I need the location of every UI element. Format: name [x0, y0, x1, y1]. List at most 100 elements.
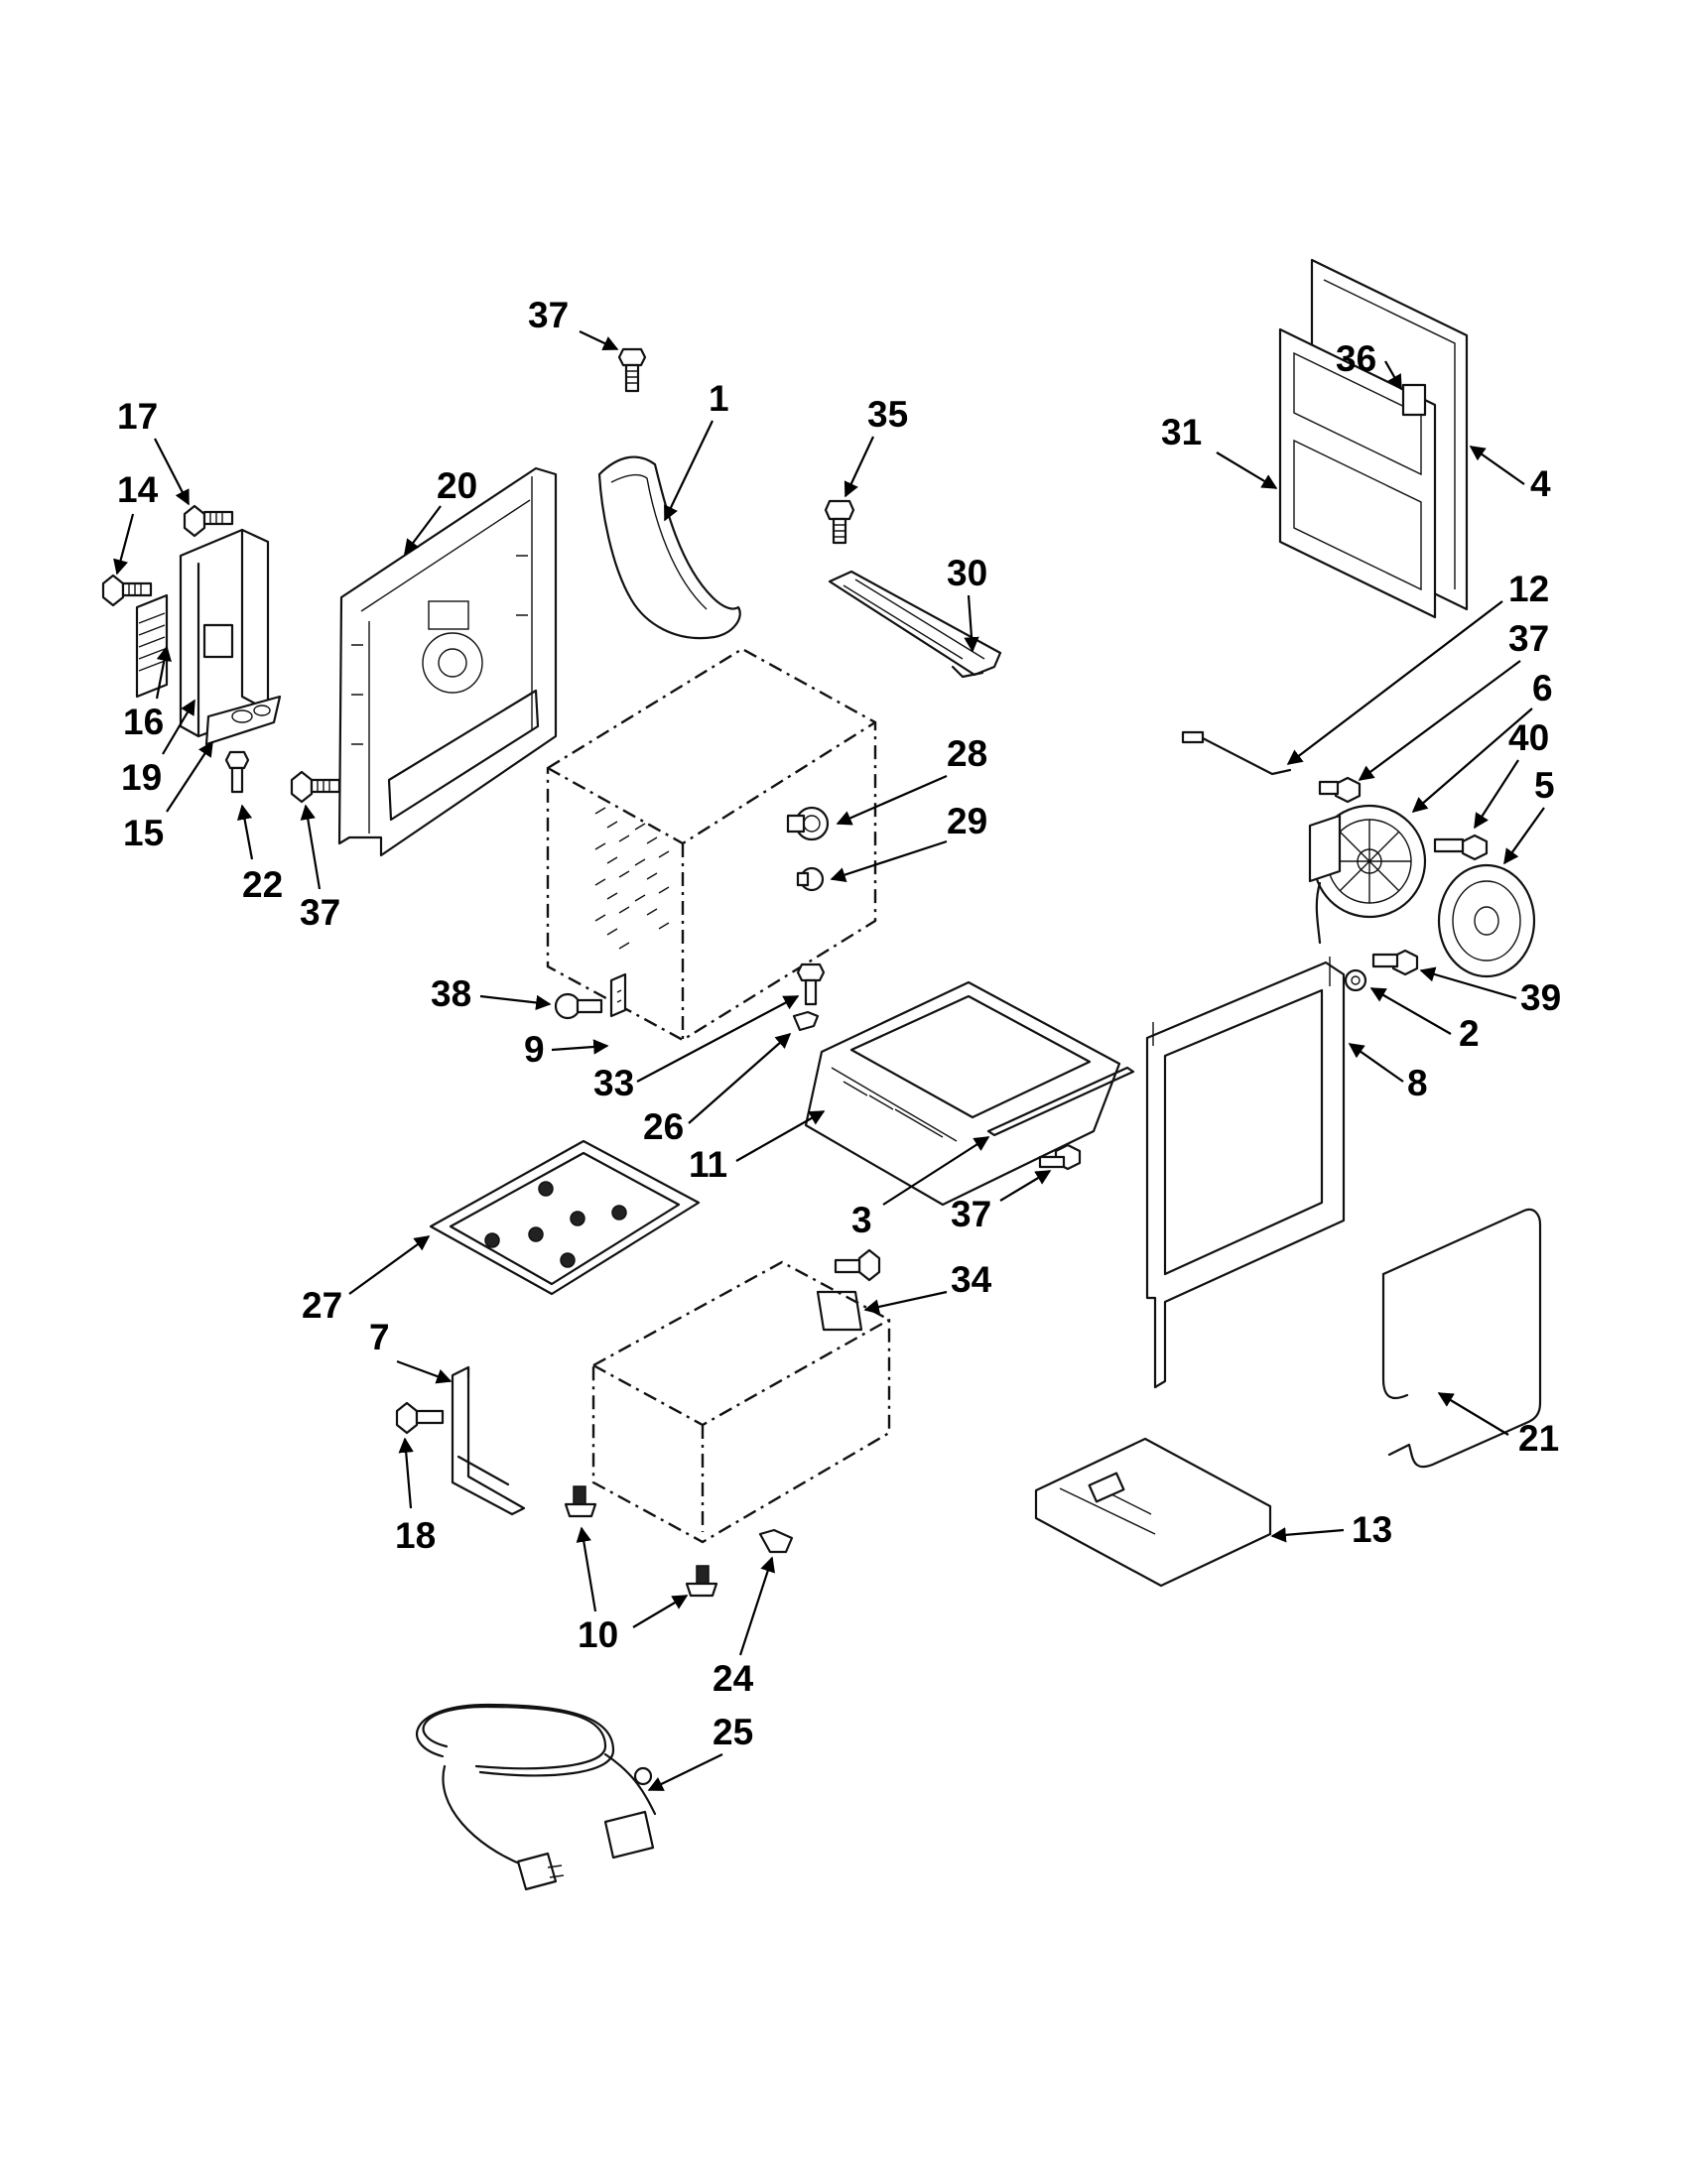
callout-38: 38	[431, 973, 552, 1014]
mounting-plate	[204, 695, 282, 746]
screw-icon	[796, 963, 826, 1006]
screw-icon	[1318, 776, 1362, 804]
label-plate	[1401, 383, 1427, 417]
screw-icon	[101, 574, 153, 607]
trim-strip	[986, 1066, 1135, 1137]
callout-label: 29	[947, 801, 987, 841]
callout-label: 35	[867, 394, 908, 435]
callout-11: 11	[689, 1110, 826, 1185]
callout-label: 25	[713, 1712, 753, 1752]
callout-13: 13	[1270, 1509, 1392, 1550]
callout-label: 20	[437, 465, 477, 506]
callout-12: 12	[1286, 569, 1549, 765]
callout-19: 19	[121, 699, 195, 798]
front-frame	[1145, 957, 1346, 1389]
callout-label: 6	[1532, 668, 1553, 708]
callout-35: 35	[844, 394, 908, 498]
callout-label: 8	[1407, 1063, 1428, 1103]
leveling-leg	[564, 1485, 597, 1518]
callout-15: 15	[123, 740, 213, 853]
callout-label: 34	[951, 1259, 992, 1300]
callout-label: 7	[369, 1317, 390, 1357]
callout-16: 16	[123, 645, 172, 742]
callout-label: 38	[431, 973, 471, 1014]
callout-label: 18	[395, 1515, 436, 1556]
callout-37-d: 37	[951, 1170, 1052, 1234]
callout-2: 2	[1369, 987, 1480, 1054]
callout-label: 30	[947, 553, 987, 593]
callout-36: 36	[1336, 338, 1402, 391]
callout-18: 18	[395, 1437, 436, 1556]
door-gasket	[1381, 1208, 1542, 1469]
callout-39: 39	[1419, 966, 1561, 1018]
callout-label: 37	[528, 295, 569, 335]
screw-icon	[224, 750, 250, 794]
callout-label: 31	[1161, 412, 1202, 452]
callout-6: 6	[1411, 668, 1553, 814]
callout-3: 3	[851, 1136, 990, 1240]
callout-label: 37	[1508, 618, 1549, 659]
callout-29: 29	[830, 801, 987, 883]
callout-label: 22	[242, 864, 283, 905]
callout-7: 7	[369, 1317, 453, 1384]
clip-part	[758, 1528, 794, 1554]
convection-fan-motor	[1308, 804, 1427, 945]
callout-25: 25	[647, 1712, 753, 1791]
sensor-wire	[1181, 730, 1292, 776]
callout-33: 33	[593, 995, 800, 1103]
fan-cover	[1437, 863, 1536, 978]
callout-label: 33	[593, 1063, 634, 1103]
callout-27: 27	[302, 1235, 431, 1326]
drip-pan	[429, 1139, 701, 1296]
callout-37: 37	[528, 295, 619, 351]
callout-label: 19	[121, 757, 162, 798]
callout-17: 17	[117, 396, 190, 506]
screw-icon	[617, 347, 647, 393]
screw-icon	[1038, 1143, 1082, 1171]
callout-label: 13	[1352, 1509, 1392, 1550]
door-inner-panel	[1278, 327, 1437, 619]
screw-icon	[1433, 834, 1489, 861]
callout-34: 34	[863, 1259, 992, 1315]
callout-4: 4	[1469, 446, 1551, 504]
callout-label: 4	[1530, 463, 1551, 504]
callout-label: 24	[713, 1658, 754, 1699]
callout-label: 12	[1508, 569, 1549, 609]
screw-icon	[824, 499, 855, 545]
callout-8: 8	[1348, 1043, 1428, 1103]
screw-icon	[395, 1401, 445, 1435]
callout-label: 16	[123, 702, 164, 742]
screw-icon	[834, 1248, 881, 1282]
callout-label: 39	[1520, 977, 1561, 1018]
clip-part	[792, 1010, 820, 1032]
callout-10: 10	[576, 1526, 689, 1655]
callout-label: 37	[300, 892, 340, 933]
hinge-bracket	[609, 972, 627, 1018]
callout-21: 21	[1437, 1392, 1559, 1459]
callout-label: 9	[524, 1029, 545, 1070]
callout-label: 26	[643, 1106, 684, 1147]
screw-icon	[183, 504, 234, 538]
callout-label: 1	[709, 378, 729, 419]
callout-label: 15	[123, 813, 164, 853]
bottom-panel	[1034, 1437, 1272, 1588]
oven-cavity	[546, 647, 877, 1042]
callout-40: 40	[1474, 717, 1549, 830]
callout-label: 28	[947, 733, 987, 774]
callout-20: 20	[404, 465, 477, 556]
callout-label: 11	[689, 1144, 727, 1185]
callout-5: 5	[1503, 765, 1555, 865]
callout-label: 21	[1518, 1418, 1559, 1459]
callout-31: 31	[1161, 412, 1278, 489]
callout-14: 14	[113, 469, 159, 576]
callout-label: 5	[1534, 765, 1555, 806]
power-cord	[416, 1703, 657, 1891]
callout-9: 9	[524, 1029, 609, 1070]
shield-part	[597, 455, 741, 640]
callout-37-b: 37	[300, 804, 340, 933]
screw-icon	[554, 992, 603, 1020]
callout-label: 37	[951, 1194, 991, 1234]
lower-chassis	[591, 1260, 891, 1544]
rear-panel	[337, 466, 558, 857]
